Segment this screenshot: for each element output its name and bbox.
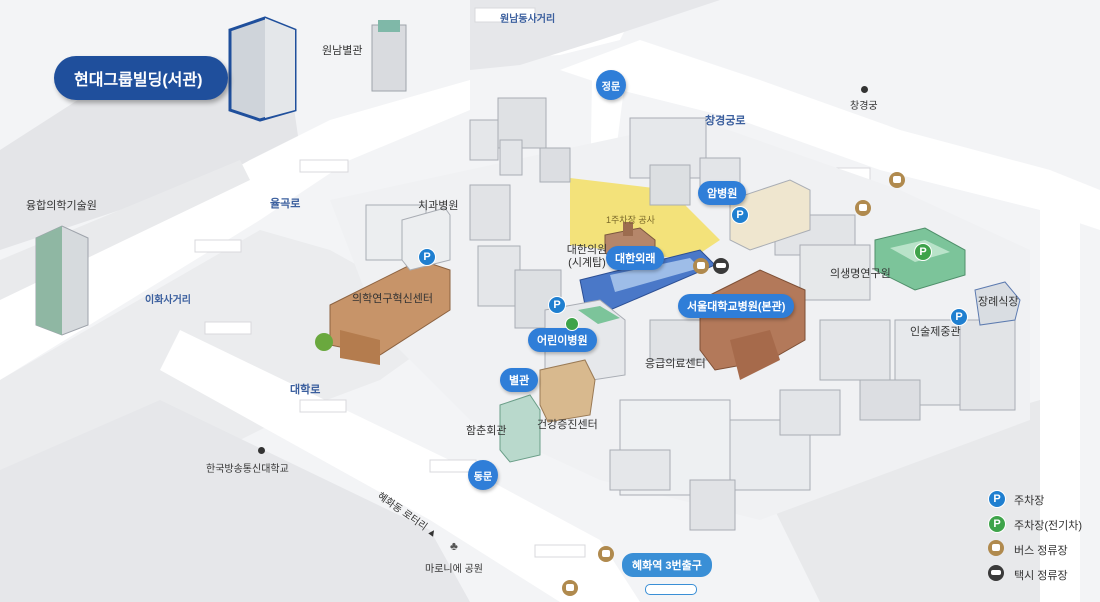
main-gate-marker[interactable]: 정문 (596, 70, 626, 100)
label-injeje-hall: 인술제중관 (910, 326, 961, 338)
east-gate-marker[interactable]: 동문 (468, 460, 498, 490)
ground-right-lower (760, 400, 1040, 602)
road-label-yulgok: 율곡로 (270, 198, 301, 210)
label-knou: 한국방송통신대학교 (206, 464, 289, 475)
dental-building (401, 207, 451, 271)
label-innovation-center: 의학연구혁신센터 (352, 293, 433, 305)
road-right (1040, 200, 1080, 602)
hyundai-building (228, 16, 297, 122)
road-label-ihwa: 이화사거리 (145, 295, 191, 306)
label-biomedical-research: 의생명연구원 (830, 268, 891, 280)
taxi-stop-icon (988, 565, 1004, 581)
road-changgyeonggung (560, 40, 1100, 230)
pill-main-hospital[interactable]: 서울대학교병원(본관) (678, 294, 795, 318)
pill-children-hospital[interactable]: 어린이병원 (528, 328, 597, 352)
label-hamchun-hall: 함춘회관 (466, 425, 507, 437)
label-funeral-hall: 장례식장 (978, 296, 1019, 308)
parking-icon[interactable]: P (418, 248, 436, 266)
taxi-stop-icon[interactable] (713, 258, 729, 274)
bus-stop-icon[interactable] (562, 580, 578, 596)
annex-building (539, 359, 596, 423)
daehan-outpatient-building (579, 249, 716, 311)
parking-icon[interactable]: P (548, 296, 566, 314)
road-label-changgyeonggung: 창경궁로 (705, 115, 746, 127)
label-daehan-clock-tower: 대한의원 (시계탑) (566, 244, 608, 269)
label-parking-construction: 1주차장 공사 (606, 215, 655, 225)
parking-icon: P (988, 490, 1006, 508)
funeral-hall-building (974, 281, 1021, 326)
label-changgyeonggung: 창경궁 (850, 101, 878, 112)
road-daehak (160, 330, 640, 602)
bus-stop-icon[interactable] (693, 258, 709, 274)
cancer-hospital-building (729, 179, 811, 251)
label-health-center: 건강증진센터 (537, 419, 598, 431)
marker-changgyeonggung (861, 86, 868, 93)
road-top-left (0, 60, 300, 250)
pill-cancer-hospital[interactable]: 암병원 (698, 181, 747, 205)
label-emergency-center: 응급의료센터 (645, 358, 706, 370)
subway-line-icon (645, 584, 697, 595)
legend-ev-parking-label: 주차장(전기차) (1014, 520, 1083, 532)
ev-parking-icon: P (988, 515, 1006, 533)
label-marronnier-park: 마로니에 공원 (425, 564, 483, 575)
ev-parking-icon[interactable] (565, 317, 579, 331)
ev-parking-icon[interactable]: P (914, 243, 932, 261)
legend-bus-label: 버스 정류장 (1014, 545, 1068, 557)
marker-park-tree-icon: ♣ (450, 539, 458, 553)
bus-stop-icon[interactable] (855, 200, 871, 216)
hyundai-building-label[interactable]: 현대그룹빌딩(서관) (54, 56, 229, 100)
marker-knou (258, 447, 265, 454)
bus-stop-icon[interactable] (889, 172, 905, 188)
bus-stop-icon (988, 540, 1004, 556)
convergence-tower (35, 225, 89, 336)
road-label-wonnam: 원남동사거리 (500, 14, 556, 25)
pill-subway-exit[interactable]: 혜화역 3번출구 (622, 553, 712, 577)
parking-icon[interactable]: P (950, 308, 968, 326)
road-yulgok (0, 80, 470, 380)
legend-taxi-label: 택시 정류장 (1014, 570, 1068, 582)
road-bottom-left (0, 400, 470, 602)
label-dental-hospital: 치과병원 (418, 200, 459, 212)
pill-annex[interactable]: 별관 (500, 368, 539, 392)
parking-icon[interactable]: P (731, 206, 749, 224)
innovation-center-building (315, 259, 451, 365)
pill-daehan-outpatient[interactable]: 대한외래 (606, 246, 665, 270)
road-label-daehak: 대학로 (290, 384, 321, 396)
bus-stop-icon[interactable] (598, 546, 614, 562)
legend-parking-label: 주차장 (1014, 495, 1045, 507)
label-convergence-institute: 융합의학기술원 (26, 200, 97, 212)
label-wonnam-annex: 원남별관 (322, 45, 363, 57)
hamchun-building (499, 394, 541, 463)
